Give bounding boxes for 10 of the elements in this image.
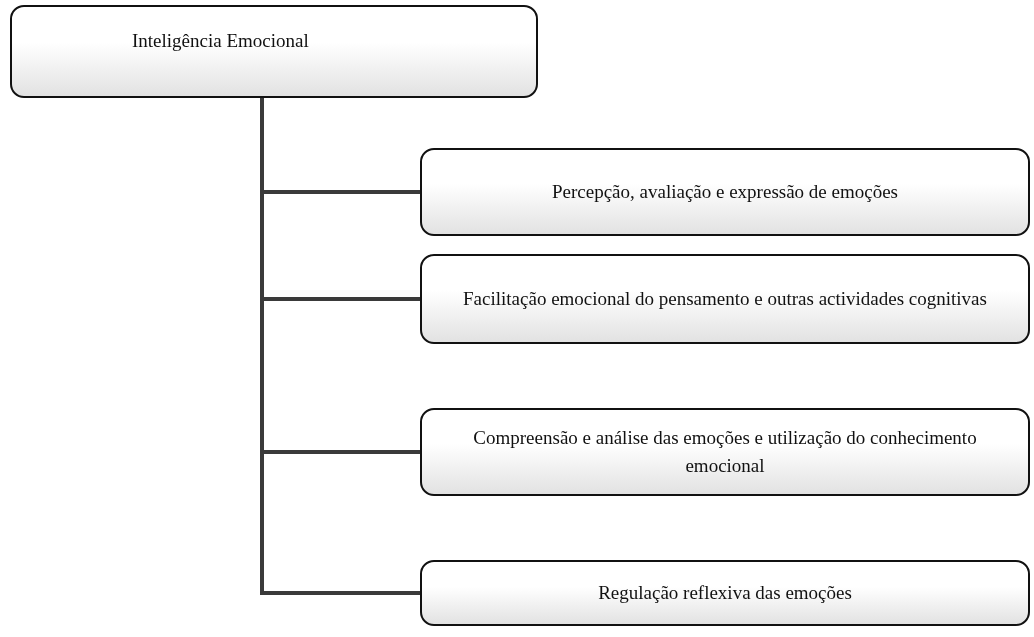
box-label: Facilitação emocional do pensamento e outras actividades cognitivas bbox=[463, 287, 987, 312]
rounded-box bbox=[420, 408, 1030, 496]
box-label: Inteligência Emocional bbox=[132, 29, 309, 53]
rounded-box bbox=[420, 560, 1030, 626]
box-label: Percepção, avaliação e expressão de emoções bbox=[551, 180, 898, 205]
box-label: Regulação reflexiva das emoções bbox=[598, 581, 852, 606]
rounded-box bbox=[10, 5, 538, 98]
box-label: Compreensão e análise das emoções e utilização do conhecimento emocional bbox=[472, 426, 978, 478]
rounded-box bbox=[420, 254, 1030, 344]
rounded-box bbox=[420, 148, 1030, 236]
